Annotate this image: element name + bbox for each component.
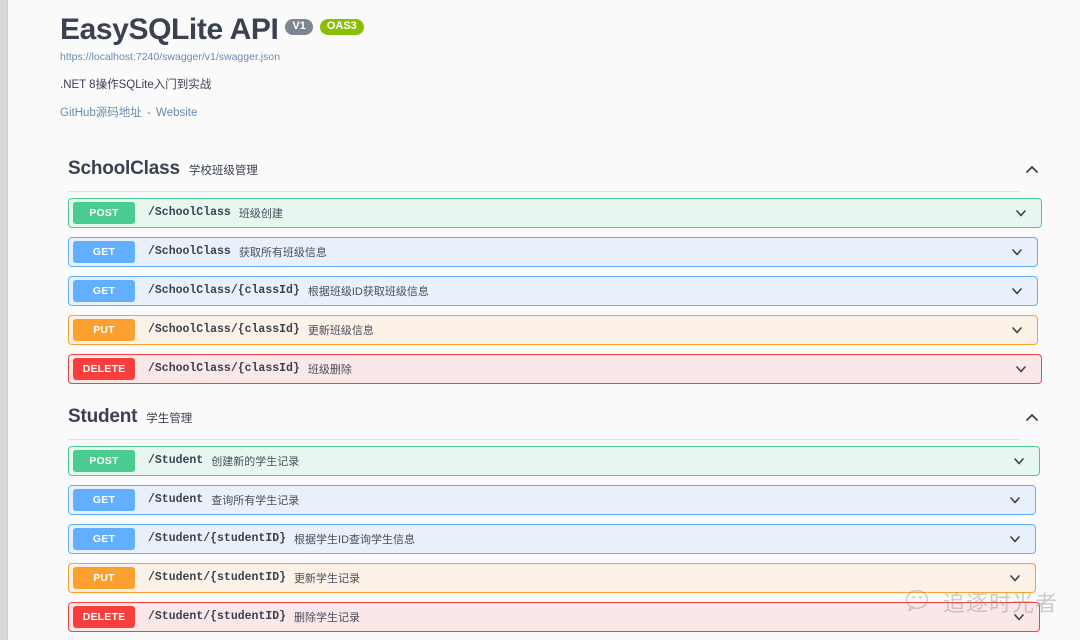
operation-summary: 查询所有学生记录 bbox=[211, 494, 300, 507]
website-link[interactable]: Website bbox=[156, 106, 198, 119]
operation-path: /Student/{studentID} bbox=[148, 532, 287, 545]
spec-url-link[interactable]: https://localhost:7240/swagger/v1/swagge… bbox=[60, 50, 281, 63]
operations-list-student: POST /Student 创建新的学生记录 GET /Student 查询所有… bbox=[8, 445, 1080, 632]
operation-row[interactable]: POST /SchoolClass 班级创建 bbox=[68, 197, 1042, 228]
chevron-down-icon[interactable] bbox=[1007, 531, 1023, 547]
operation-summary: 更新学生记录 bbox=[294, 572, 361, 585]
tag-description-schoolclass: 学校班级管理 bbox=[188, 164, 258, 177]
operation-summary: 更新班级信息 bbox=[307, 324, 374, 337]
operation-summary: 根据学生ID查询学生信息 bbox=[294, 533, 416, 546]
operation-path: /Student/{studentID} bbox=[148, 571, 287, 584]
chevron-down-icon[interactable] bbox=[1011, 453, 1027, 469]
operation-row[interactable]: POST /Student 创建新的学生记录 bbox=[68, 445, 1040, 476]
chevron-down-icon[interactable] bbox=[1009, 244, 1025, 260]
tag-description-student: 学生管理 bbox=[146, 412, 193, 425]
chevron-up-icon[interactable] bbox=[1022, 160, 1042, 180]
operation-row[interactable]: GET /Student/{studentID} 根据学生ID查询学生信息 bbox=[68, 523, 1036, 554]
method-badge: DELETE bbox=[73, 605, 135, 628]
method-badge: GET bbox=[73, 488, 135, 511]
chevron-up-icon[interactable] bbox=[1022, 408, 1042, 428]
method-badge: POST bbox=[73, 449, 135, 472]
operation-path: /Student bbox=[148, 454, 204, 467]
operation-path: /SchoolClass bbox=[148, 245, 231, 258]
method-badge: GET bbox=[73, 240, 135, 263]
tag-name-schoolclass: SchoolClass bbox=[68, 157, 180, 179]
operation-row[interactable]: DELETE /SchoolClass/{classId} 班级删除 bbox=[68, 353, 1042, 384]
method-badge: DELETE bbox=[73, 357, 135, 380]
swagger-ui-page: EasySQLite API V1 OAS3 https://localhost… bbox=[8, 0, 1080, 640]
page-gutter-left bbox=[0, 0, 8, 640]
operation-path: /SchoolClass/{classId} bbox=[148, 284, 300, 297]
chevron-down-icon[interactable] bbox=[1007, 492, 1023, 508]
tag-header-student[interactable]: Student 学生管理 bbox=[8, 406, 1080, 428]
api-version-badge: V1 bbox=[285, 19, 313, 35]
api-title-row: EasySQLite API V1 OAS3 bbox=[60, 14, 1080, 46]
chevron-down-icon[interactable] bbox=[1011, 609, 1027, 625]
operation-summary: 删除学生记录 bbox=[294, 611, 361, 624]
operation-summary: 创建新的学生记录 bbox=[211, 455, 300, 468]
operation-summary: 班级删除 bbox=[307, 363, 352, 376]
github-source-link[interactable]: GitHub源码地址 bbox=[60, 106, 142, 119]
tag-section-schoolclass: SchoolClass 学校班级管理 POST /SchoolClass 班级创… bbox=[8, 158, 1080, 384]
chevron-down-icon[interactable] bbox=[1009, 322, 1025, 338]
operation-row[interactable]: DELETE /Student/{studentID} 删除学生记录 bbox=[68, 601, 1040, 632]
tag-header-schoolclass[interactable]: SchoolClass 学校班级管理 bbox=[8, 158, 1080, 180]
operation-row[interactable]: PUT /SchoolClass/{classId} 更新班级信息 bbox=[68, 314, 1038, 345]
operation-row[interactable]: PUT /Student/{studentID} 更新学生记录 bbox=[68, 562, 1036, 593]
api-links: GitHub源码地址 - Website bbox=[60, 104, 1080, 120]
operation-row[interactable]: GET /SchoolClass 获取所有班级信息 bbox=[68, 236, 1038, 267]
method-badge: GET bbox=[73, 279, 135, 302]
api-info-block: EasySQLite API V1 OAS3 https://localhost… bbox=[8, 0, 1080, 120]
operation-path: /SchoolClass bbox=[148, 206, 231, 219]
operation-path: /Student bbox=[148, 493, 204, 506]
chevron-down-icon[interactable] bbox=[1007, 570, 1023, 586]
operation-path: /SchoolClass/{classId} bbox=[148, 362, 300, 375]
tag-name-student: Student bbox=[68, 405, 138, 427]
operation-summary: 班级创建 bbox=[238, 207, 283, 220]
chevron-down-icon[interactable] bbox=[1013, 205, 1029, 221]
tag-divider bbox=[68, 190, 1020, 192]
operation-row[interactable]: GET /SchoolClass/{classId} 根据班级ID获取班级信息 bbox=[68, 275, 1038, 306]
tag-divider bbox=[68, 438, 1020, 440]
method-badge: PUT bbox=[73, 318, 135, 341]
method-badge: PUT bbox=[73, 566, 135, 589]
operation-path: /SchoolClass/{classId} bbox=[148, 323, 300, 336]
page-title: EasySQLite API bbox=[60, 13, 279, 46]
api-description: .NET 8操作SQLite入门到实战 bbox=[60, 78, 212, 91]
oas-version-badge: OAS3 bbox=[319, 19, 364, 35]
tag-section-student: Student 学生管理 POST /Student 创建新的学生记录 bbox=[8, 406, 1080, 632]
links-separator: - bbox=[147, 106, 151, 119]
operation-summary: 获取所有班级信息 bbox=[238, 246, 327, 259]
chevron-down-icon[interactable] bbox=[1009, 283, 1025, 299]
operation-summary: 根据班级ID获取班级信息 bbox=[307, 285, 429, 298]
chevron-down-icon[interactable] bbox=[1013, 361, 1029, 377]
operation-path: /Student/{studentID} bbox=[148, 610, 287, 623]
operations-list-schoolclass: POST /SchoolClass 班级创建 GET /SchoolClass … bbox=[8, 197, 1080, 384]
method-badge: POST bbox=[73, 201, 135, 224]
method-badge: GET bbox=[73, 527, 135, 550]
operation-row[interactable]: GET /Student 查询所有学生记录 bbox=[68, 484, 1036, 515]
